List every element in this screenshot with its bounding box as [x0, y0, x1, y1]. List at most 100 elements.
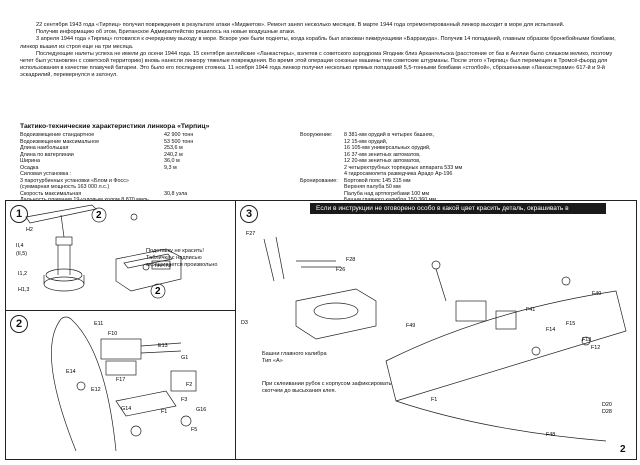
svg-text:F28: F28	[346, 257, 355, 263]
spec-label: 3 паротурбинных установки «Блом и Фосс»	[20, 177, 129, 184]
svg-text:F3: F3	[181, 397, 187, 403]
stand-note: Подставку не красить! Табличка с надпись…	[146, 248, 218, 268]
svg-text:II,4: II,4	[16, 243, 24, 249]
spec-row: (суммарная мощность 163 000 л.с.)	[20, 184, 290, 191]
spec-value: 53 500 тонн	[164, 138, 194, 145]
spec-row: Палуба над артпогребами 100 мм	[300, 191, 620, 198]
spec-label: Бронирование:	[300, 177, 338, 184]
spec-row: Длина по ватерлинии 240,2 м	[20, 152, 290, 159]
spec-value: 16 105-мм универсальных орудий,	[344, 145, 431, 152]
svg-text:(II,5): (II,5)	[16, 251, 27, 257]
spec-value: 9,3 м	[164, 164, 177, 171]
svg-text:G14: G14	[121, 406, 131, 412]
svg-text:G16: G16	[196, 407, 206, 413]
spec-value: 16 37-мм зенитных автоматов,	[344, 151, 421, 158]
spec-row: Бронирование: Бортовой пояс 145 315 мм	[300, 178, 620, 185]
spec-label: Водоизмещение стандартное	[20, 132, 95, 138]
svg-text:F10: F10	[108, 331, 117, 337]
stand-drawing: H2 II,4 (II,5) I1,2 H1,3 2 2 TIRPITZ	[16, 204, 182, 299]
svg-text:F5: F5	[191, 427, 197, 433]
spec-row: Длина наибольшая 253,6 м	[20, 145, 290, 152]
svg-text:TIRPITZ: TIRPITZ	[154, 263, 171, 268]
spec-row: Скорость максимальная 30,8 узла	[20, 191, 290, 198]
svg-text:D20: D20	[602, 402, 612, 408]
assembly-panel-1: 1 H2 II,4 (II,5) I1,2 H1,3 2 2 TIRPITZ П…	[5, 200, 236, 312]
svg-text:F1: F1	[431, 397, 437, 403]
spec-value: 8 381-мм орудий в четырех башнях,	[344, 132, 435, 138]
spec-value: 240,2 м	[164, 151, 183, 158]
spec-value: 36,0 м	[164, 158, 180, 165]
svg-text:F40: F40	[592, 291, 601, 297]
spec-value: Палуба над артпогребами 100 мм	[344, 190, 430, 197]
svg-text:F27: F27	[246, 231, 255, 237]
spec-row: 2 четырехтрубных торпедных аппарата 533 …	[300, 165, 620, 172]
spec-row: Ширина 36,0 м	[20, 158, 290, 165]
part-label: H2	[26, 227, 33, 233]
svg-text:2: 2	[96, 210, 102, 221]
svg-text:E12: E12	[91, 387, 101, 393]
spec-label: Силовая установка :	[20, 171, 72, 178]
intro-paragraph: 22 сентября 1943 года «Тирпиц» получил п…	[36, 22, 565, 28]
spec-value: 42 900 тонн	[164, 132, 194, 138]
assembly-panel-2: 2 E11 F10 E13 G1 F2 F17 E14 E12 G14 F1 F…	[5, 310, 236, 460]
spec-label: Осадка	[20, 164, 39, 171]
spec-row: Водоизмещение максимальное 53 500 тонн	[20, 139, 290, 146]
intro-paragraph: Получив информацию об этом, Британское А…	[36, 29, 296, 36]
spec-label: Вооружение:	[300, 132, 333, 138]
paint-banner: Если в инструкции не оговорено особо в к…	[310, 203, 606, 214]
spec-row: Вооружение: 8 381-мм орудий в четырех баш…	[300, 132, 620, 139]
spec-value: Верхняя палуба 50 мм	[344, 184, 401, 191]
rudder-note: При склеивании рубок с корпусом зафиксир…	[262, 381, 392, 394]
svg-text:E11: E11	[94, 321, 103, 327]
spec-label: (суммарная мощность 163 000 л.с.)	[20, 184, 110, 191]
turret-note: Башни главного калибра Тип «А»	[262, 351, 327, 364]
svg-text:F49: F49	[406, 323, 415, 329]
bow-drawing: E11 F10 E13 G1 F2 F17 E14 E12 G14 F1 F3 …	[51, 316, 206, 452]
hull-drawing: F27 F26 F28 D3 F49 F14 F15 F13 F48 F40 F…	[241, 231, 627, 442]
svg-text:G1: G1	[181, 355, 188, 361]
spec-value: 30,8 узла	[164, 190, 188, 197]
spec-row: 16 37-мм зенитных автоматов,	[300, 152, 620, 159]
svg-text:E14: E14	[66, 369, 76, 375]
step-number: 3	[240, 205, 258, 223]
spec-row: 16 105-мм универсальных орудий,	[300, 145, 620, 152]
intro-text: 22 сентября 1943 года «Тирпиц» получил п…	[20, 22, 625, 80]
spec-row: Водоизмещение стандартное 42 900 тонн	[20, 132, 290, 139]
spec-value: 4 гидросамолета разведчика Арадо Ар-196	[344, 171, 453, 178]
spec-value: Бортовой пояс 145 315 мм	[344, 177, 411, 184]
svg-text:D28: D28	[602, 409, 612, 415]
specs-right: Вооружение: 8 381-мм орудий в четырех баш…	[300, 132, 620, 211]
spec-label: Водоизмещение максимальное	[20, 138, 100, 145]
svg-text:2: 2	[155, 286, 161, 297]
spec-label: Скорость максимальная	[20, 190, 82, 197]
svg-text:F15: F15	[566, 321, 575, 327]
spec-value: 12 15-мм орудий,	[344, 138, 388, 145]
spec-row: Силовая установка :	[20, 171, 290, 178]
svg-text:F41: F41	[526, 307, 535, 313]
step-number: 1	[10, 205, 28, 223]
spec-value: 253,6 м	[164, 145, 183, 152]
spec-row: Осадка 9,3 м	[20, 165, 290, 172]
spec-row: 12 15-мм орудий,	[300, 139, 620, 146]
svg-text:F26: F26	[336, 267, 345, 273]
svg-text:F12: F12	[591, 345, 600, 351]
svg-text:F48: F48	[546, 432, 555, 438]
spec-label: Длина наибольшая	[20, 145, 69, 152]
intro-paragraph: Последующие налеты успеха не имели до ос…	[20, 50, 613, 79]
svg-text:E13: E13	[158, 343, 168, 349]
page-number: 2	[620, 444, 626, 455]
spec-label: Ширина	[20, 158, 40, 165]
svg-text:F14: F14	[546, 327, 555, 333]
svg-text:I1,2: I1,2	[18, 271, 27, 277]
svg-text:F2: F2	[186, 382, 192, 388]
spec-label: Длина по ватерлинии	[20, 151, 74, 158]
svg-text:F1: F1	[161, 409, 167, 415]
svg-text:F17: F17	[116, 377, 125, 383]
spec-row: 12 20-мм зенитных автоматов,	[300, 158, 620, 165]
assembly-panel-3: 3 F27 F26 F28 D3 F49 F14 F15 F13 F48 F40…	[235, 200, 637, 460]
svg-text:F13: F13	[582, 337, 591, 343]
intro-paragraph: 3 апреля 1944 года «Тирпиц» готовился к …	[20, 36, 616, 50]
spec-value: 12 20-мм зенитных автоматов,	[344, 158, 421, 165]
spec-value: 2 четырехтрубных торпедных аппарата 533 …	[344, 164, 463, 171]
